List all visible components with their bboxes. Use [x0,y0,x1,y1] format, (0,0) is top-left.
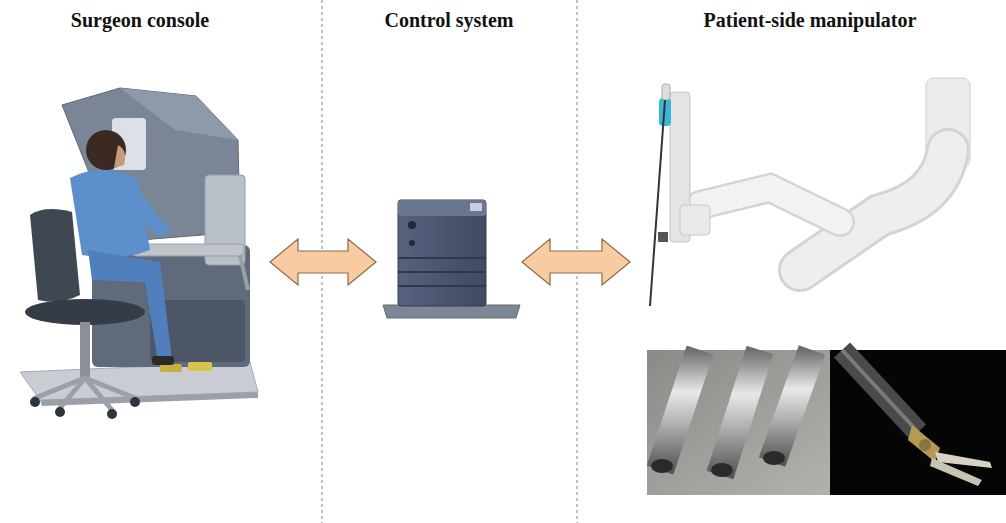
control-system-illustration-part-part [398,271,486,273]
control-system-illustration-part [470,203,482,211]
control-system-illustration-part [398,200,486,306]
manipulator-illustration-part [908,425,940,462]
illustration-panel: Patient-side manipulator [638,70,1004,500]
double-arrow [270,239,376,285]
control-system-illustration-part [398,258,486,286]
manipulator-illustration-part-part [720,350,760,475]
control-system-illustration-part [398,200,486,216]
section-heading: Patient-side manipulator [610,8,1006,32]
surgeon-console-illustration-part [188,362,212,371]
manipulator-illustration-part [700,188,840,222]
manipulator-illustration-part-part [772,350,812,462]
surgeon-console-illustration-part-part [85,378,112,410]
manipulator-illustration-part [650,100,665,306]
surgeon-console-illustration-part-part [130,397,140,407]
manipulator-illustration-part [660,350,812,475]
manipulator-illustration-part-part [660,350,700,470]
surgeon-console-illustration-part-part [60,378,85,408]
surgeon-console-illustration-part [128,190,170,238]
surgeon-console-illustration-part [114,145,125,168]
surgeon-console-illustration-part-part [30,397,40,407]
surgeon-console-illustration-part [240,255,248,290]
manipulator-illustration-part [930,458,982,486]
surgeon-console-illustration-part-part [107,409,117,419]
manipulator-illustration-part [700,188,840,222]
manipulator-illustration-part [651,451,785,477]
manipulator-illustration-part [662,84,670,100]
surgeon-console-illustration-part [88,250,172,362]
control-system-illustration-part [408,221,416,229]
manipulator-illustration-part-part [651,459,673,473]
manipulator-illustration-part [658,232,668,242]
manipulator-illustration-part-part [711,463,733,477]
control-system-illustration-part [409,240,415,246]
control-system-illustration [383,200,520,318]
manipulator-illustration-part [830,350,1006,495]
manipulator-illustration-part [647,350,857,495]
surgeon-console-illustration-part [152,356,174,365]
double-arrow [522,239,630,285]
surgeon-console-illustration-part [30,209,80,302]
manipulator-illustration [647,78,1006,495]
manipulator-illustration-part [842,350,918,432]
surgeon-console-illustration-part [35,378,135,410]
surgeon-console-illustration-part [80,322,90,377]
surgeon-console-illustration-part-part [55,407,65,417]
surgeon-console-illustration-part [86,130,126,170]
surgeon-console-illustration [20,88,258,419]
manipulator-illustration-part [680,205,710,235]
manipulator-illustration-part-part [763,451,785,465]
control-system-illustration-part-part [398,285,486,287]
section-heading: Control system [249,8,649,32]
surgeon-console-illustration-part [30,397,140,419]
control-system-illustration-part-part [398,257,486,259]
control-system-illustration-part [383,305,520,318]
surgeon-console-illustration-part [25,299,145,325]
manipulator-illustration-part [919,439,931,451]
illustration-panel: Surgeon console [10,90,262,430]
section-heading: Surgeon console [0,8,340,32]
surgeon-console-illustration-part [160,364,182,372]
illustration-panel: Control system [384,190,514,325]
manipulator-illustration-part [842,350,918,432]
